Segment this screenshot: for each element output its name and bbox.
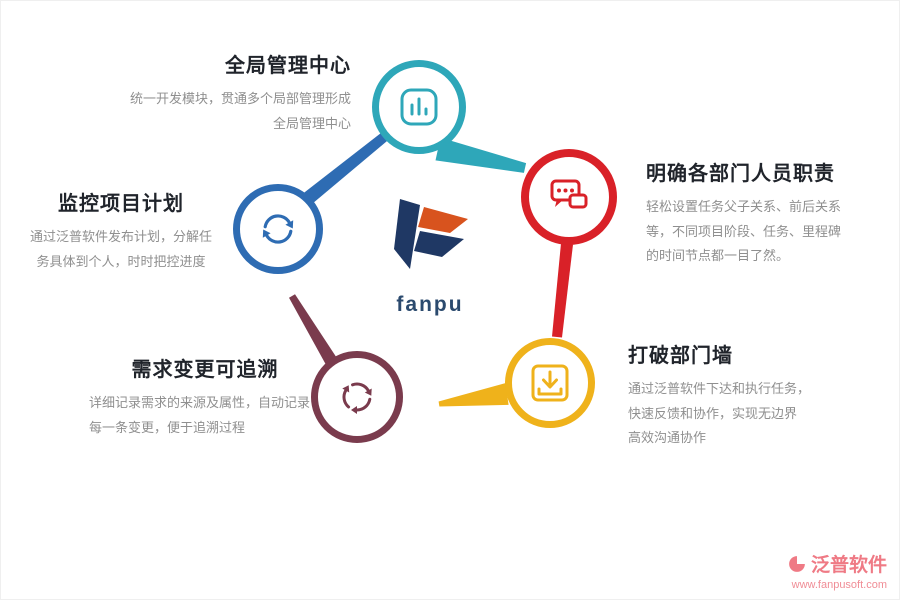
footer-brand: 泛普软件 www.fanpusoft.com	[788, 550, 887, 591]
chat-bubbles-icon	[550, 179, 588, 209]
connector-blue-to-teal	[296, 133, 388, 210]
node-desc: 轻松设置任务父子关系、前后关系 等，不同项目阶段、任务、里程碑 的时间节点都一目…	[646, 199, 842, 264]
connector-yellow-to-maroon	[438, 383, 509, 407]
node-text-clarify-duties: 明确各部门人员职责 轻松设置任务父子关系、前后关系 等，不同项目阶段、任务、里程…	[646, 157, 888, 269]
cycle-arrows-icon	[342, 382, 372, 414]
fanpu-footer-icon	[789, 555, 805, 572]
node-circle-monitor-project-plan	[233, 184, 323, 274]
node-desc: 统一开发模块，贯通多个局部管理形成 全局管理中心	[129, 91, 351, 131]
footer-brand-name: 泛普软件	[810, 555, 887, 576]
connector-teal-to-red	[435, 137, 527, 173]
inbox-download-icon	[531, 364, 569, 402]
node-title: 需求变更可追溯	[131, 359, 279, 381]
node-title: 明确各部门人员职责	[646, 163, 835, 185]
node-title: 全局管理中心	[225, 55, 351, 77]
node-circle-break-department-walls	[505, 338, 595, 428]
node-circle-traceable-requirement-changes	[311, 351, 403, 443]
node-circle-global-management	[372, 60, 466, 154]
node-desc: 通过泛普软件发布计划，分解任 务具体到个人，时时把控进度	[29, 229, 212, 269]
node-text-global-management: 全局管理中心 统一开发模块，贯通多个局部管理形成 全局管理中心	[51, 49, 351, 136]
node-title: 打破部门墙	[628, 345, 733, 367]
node-circle-clarify-duties	[521, 149, 617, 245]
fanpu-logo-text: fanpu	[396, 293, 464, 316]
footer-url[interactable]: www.fanpusoft.com	[791, 579, 887, 591]
node-text-break-department-walls: 打破部门墙 通过泛普软件下达和执行任务， 快速反馈和协作，实现无边界 高效沟通协…	[628, 339, 870, 451]
node-title: 监控项目计划	[58, 193, 184, 215]
connector-red-to-yellow	[552, 243, 573, 338]
fanpu-logo: fanpu	[384, 199, 476, 317]
refresh-icon	[262, 214, 294, 244]
connector-maroon-to-blue	[289, 294, 339, 368]
bar-chart-icon	[400, 88, 438, 126]
fanpu-logo-mark	[394, 199, 468, 269]
node-desc: 详细记录需求的来源及属性，自动记录 每一条变更，便于追溯过程	[89, 395, 311, 435]
node-text-monitor-project-plan: 监控项目计划 通过泛普软件发布计划，分解任 务具体到个人，时时把控进度	[3, 187, 239, 274]
node-desc: 通过泛普软件下达和执行任务， 快速反馈和协作，实现无边界 高效沟通协作	[628, 381, 811, 446]
node-text-traceable-requirement-changes: 需求变更可追溯 详细记录需求的来源及属性，自动记录 每一条变更，便于追溯过程	[89, 353, 321, 440]
